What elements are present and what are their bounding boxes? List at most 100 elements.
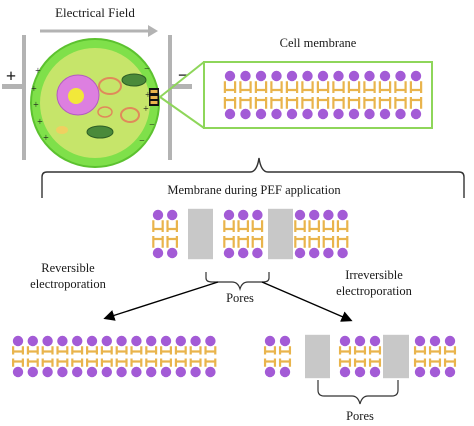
lipid-head bbox=[42, 335, 53, 347]
lipid-head bbox=[279, 366, 291, 378]
positive-electrode: + bbox=[2, 35, 26, 160]
lipid-tail bbox=[347, 81, 361, 93]
reversible-membrane bbox=[12, 335, 217, 378]
lipid-head bbox=[238, 209, 249, 221]
pores-label-bottom: Pores bbox=[346, 409, 374, 423]
lipid-tail bbox=[353, 358, 367, 367]
lipid-tail bbox=[322, 220, 335, 232]
lipid-tail bbox=[145, 346, 158, 355]
lipid-tail bbox=[278, 358, 292, 367]
vesicle bbox=[56, 126, 68, 134]
lipid-head bbox=[190, 366, 201, 378]
chloroplast bbox=[121, 73, 147, 87]
lipid-head bbox=[152, 209, 164, 221]
lipid-tail bbox=[204, 346, 217, 355]
organelle bbox=[97, 106, 113, 118]
lipid-tail bbox=[263, 346, 277, 355]
lipid-head bbox=[160, 335, 172, 347]
lipid-head bbox=[286, 70, 298, 82]
reversible-label-line1: Reversible bbox=[41, 261, 95, 275]
lipid-tail bbox=[394, 97, 407, 109]
lipid-tail bbox=[204, 358, 217, 367]
lipid-tail bbox=[100, 346, 113, 355]
lipid-head bbox=[379, 70, 391, 82]
positive-charge: + bbox=[33, 100, 39, 111]
lipid-head bbox=[333, 70, 344, 82]
lipid-tail bbox=[56, 358, 69, 367]
lipid-tail bbox=[174, 358, 187, 367]
lipid-head bbox=[323, 247, 334, 259]
positive-charge: + bbox=[37, 117, 43, 128]
lipid-head bbox=[175, 335, 186, 347]
lipid-tail bbox=[394, 81, 407, 93]
lipid-head bbox=[264, 366, 276, 378]
lipid-tail bbox=[278, 346, 292, 355]
charge-markers: +++++−−−++ bbox=[31, 64, 155, 147]
lipid-tail bbox=[223, 97, 237, 109]
lipid-tail bbox=[237, 220, 249, 232]
lipid-tail bbox=[263, 358, 277, 367]
lipid-tail bbox=[294, 220, 306, 232]
lipid-tail bbox=[189, 346, 202, 355]
positive-charge: + bbox=[43, 133, 49, 144]
lipid-head bbox=[395, 108, 406, 120]
lipid-tail bbox=[353, 346, 367, 355]
lipid-head bbox=[429, 366, 441, 378]
lipid-head bbox=[444, 366, 456, 378]
lipid-tail bbox=[316, 81, 330, 93]
lipid-tail bbox=[41, 346, 54, 355]
lipid-tail bbox=[308, 220, 320, 232]
lipid-tail bbox=[363, 97, 376, 109]
lipid-tail bbox=[368, 346, 382, 355]
lipid-tail bbox=[12, 346, 24, 355]
lipid-tail bbox=[237, 236, 249, 248]
lipid-head bbox=[205, 335, 216, 347]
lipid-head bbox=[317, 70, 329, 82]
lipid-tail bbox=[152, 236, 164, 248]
intact-membrane bbox=[223, 70, 423, 120]
lipid-tail bbox=[316, 97, 330, 109]
pores-brace bbox=[205, 272, 270, 292]
negative-charge: − bbox=[144, 64, 150, 75]
nucleolus bbox=[68, 88, 84, 104]
lipid-tail bbox=[254, 97, 268, 109]
lipid-tail bbox=[12, 358, 24, 367]
negative-charge: − bbox=[139, 136, 145, 147]
lipid-tail bbox=[443, 346, 457, 355]
reversible-label-line2: electroporation bbox=[30, 277, 106, 291]
lipid-head bbox=[414, 366, 426, 378]
lipid-head bbox=[271, 70, 282, 82]
lipid-head bbox=[42, 366, 53, 378]
lipid-head bbox=[224, 70, 236, 82]
lipid-head bbox=[116, 335, 127, 347]
positive-charge: + bbox=[35, 66, 41, 77]
reversible-arrow bbox=[103, 281, 219, 321]
lipid-head bbox=[348, 108, 360, 120]
lipid-head bbox=[146, 335, 157, 347]
lipid-head bbox=[337, 209, 348, 221]
positive-charge: + bbox=[145, 90, 151, 101]
lipid-head bbox=[354, 366, 366, 378]
lipid-tail bbox=[251, 236, 264, 248]
lipid-tail bbox=[347, 97, 361, 109]
lipid-head bbox=[57, 366, 68, 378]
lipid-head bbox=[317, 108, 329, 120]
lipid-tail bbox=[145, 358, 158, 367]
negative-electrode: − bbox=[168, 35, 192, 160]
lipid-head bbox=[86, 335, 98, 347]
lipid-tail bbox=[368, 358, 382, 367]
lipid-head bbox=[101, 366, 113, 378]
lipid-head bbox=[395, 70, 406, 82]
lipid-tail bbox=[294, 236, 306, 248]
lipid-head bbox=[369, 366, 381, 378]
lipid-tail bbox=[160, 346, 172, 355]
lipid-head bbox=[57, 335, 68, 347]
lipid-tail bbox=[56, 346, 69, 355]
lipid-tail bbox=[270, 81, 283, 93]
lipid-tail bbox=[189, 358, 202, 367]
lipid-head bbox=[12, 366, 24, 378]
lipid-head bbox=[302, 108, 313, 120]
pore bbox=[383, 334, 409, 379]
lipid-head bbox=[348, 70, 360, 82]
irreversible-membrane bbox=[263, 334, 457, 379]
